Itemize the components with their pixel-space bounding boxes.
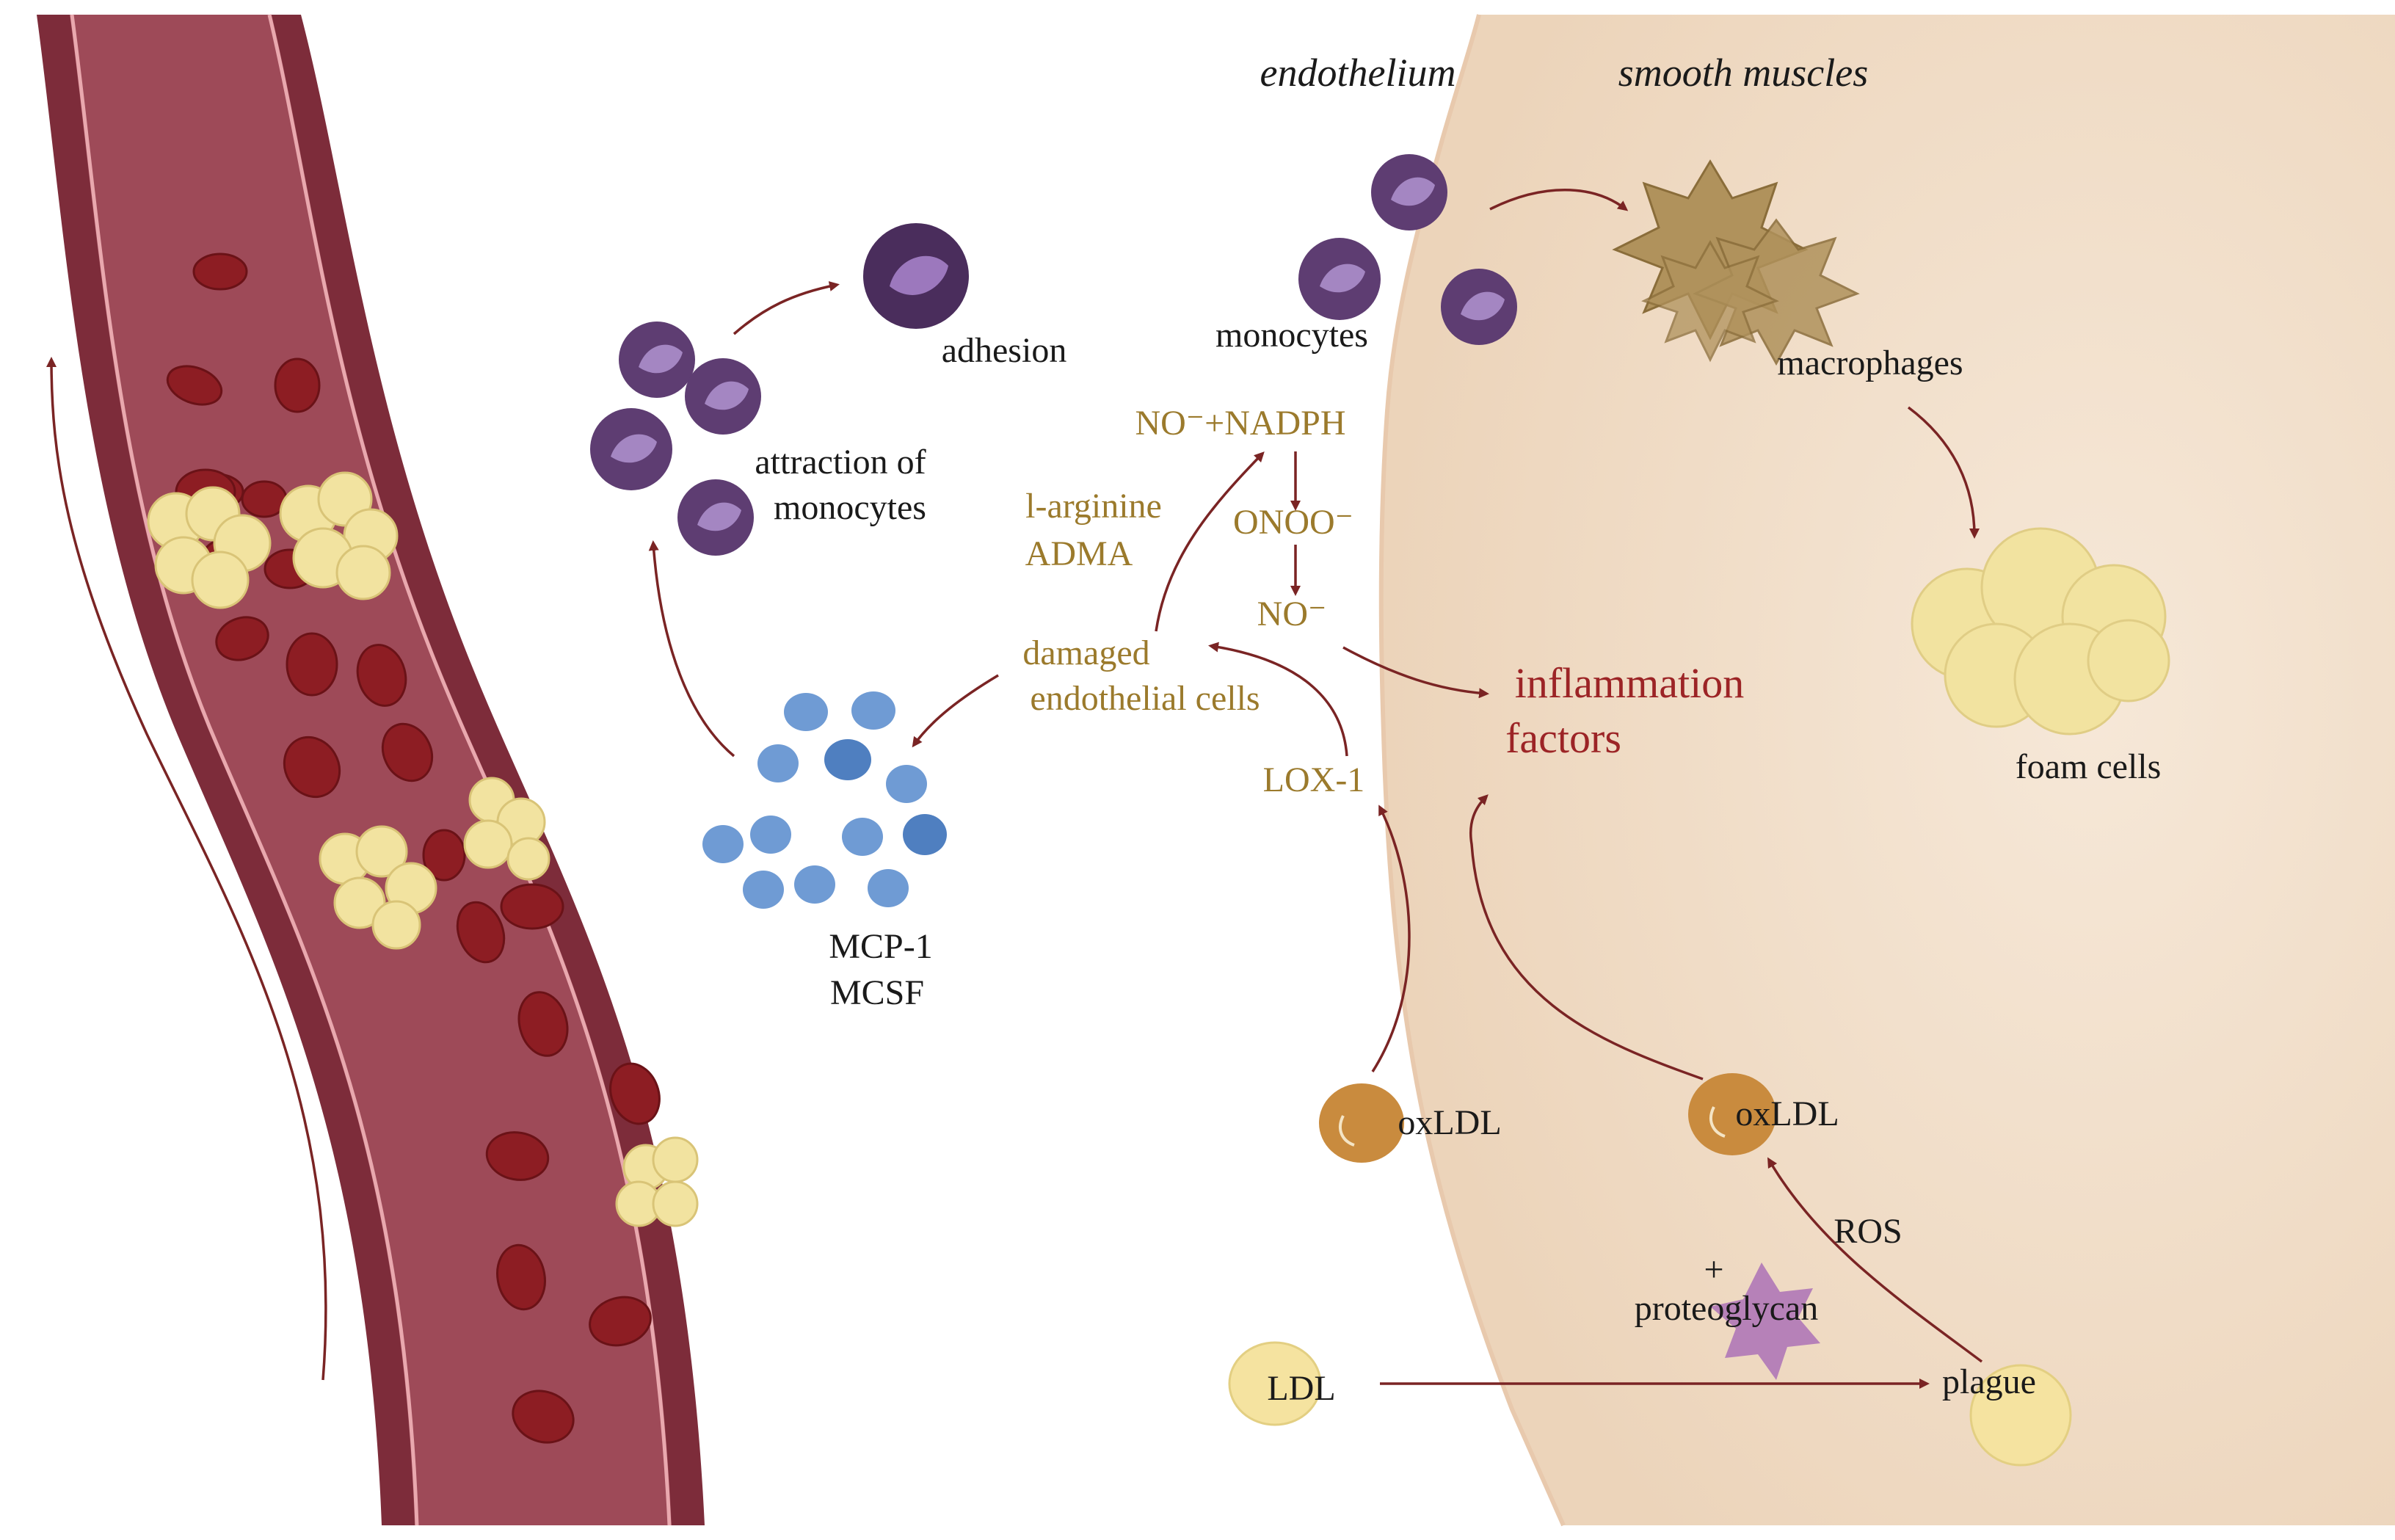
endothelium-label: endothelium xyxy=(1260,51,1456,95)
monocytes-label: monocytes xyxy=(1215,316,1368,355)
red-blood-cell xyxy=(485,1131,550,1181)
chemokine-dot xyxy=(886,765,927,803)
fat-deposits xyxy=(147,471,699,1227)
red-blood-cell xyxy=(166,365,223,406)
proteoglycan-label: proteoglycan xyxy=(1635,1289,1819,1328)
arrow-mcp-to-attraction xyxy=(648,540,735,758)
ldl-particle xyxy=(1228,1341,1322,1426)
proteoglycan-particle xyxy=(1710,1263,1820,1380)
adhesion-label: adhesion xyxy=(942,331,1067,370)
no-nadph-label: NO⁻+NADPH xyxy=(1135,404,1345,443)
red-blood-cell xyxy=(422,829,466,882)
arrow-attraction-to-adhesion xyxy=(733,281,840,335)
damaged-label-line2: endothelial cells xyxy=(1030,679,1260,718)
chemokine-dot xyxy=(794,865,835,904)
arrow-lox1-to-damaged xyxy=(1208,642,1348,757)
tissue-region xyxy=(1381,15,2395,1525)
chemokine-dot xyxy=(743,871,784,909)
foam-cells xyxy=(1911,527,2170,736)
smooth-muscles-label: smooth muscles xyxy=(1618,51,1868,95)
monocyte xyxy=(1441,269,1517,345)
mcp1-label: MCP-1 xyxy=(829,927,932,966)
ldl-label: LDL xyxy=(1267,1369,1335,1408)
red-blood-cell xyxy=(500,883,564,930)
red-blood-cell xyxy=(517,991,569,1057)
oxldl-particle-right xyxy=(1688,1073,1776,1155)
plague-particle xyxy=(1969,1364,2072,1467)
chemokine-dot xyxy=(757,744,799,782)
arrow-damaged-to-mcp xyxy=(912,674,999,748)
adma-label: ADMA xyxy=(1025,534,1133,573)
oxldl-particle-left xyxy=(1319,1083,1404,1163)
chemokine-dot xyxy=(851,691,895,730)
chemokine-dot xyxy=(868,869,909,907)
monocyte xyxy=(685,358,761,435)
endothelium-monocytes xyxy=(1298,154,1517,345)
red-blood-cell xyxy=(589,1296,652,1347)
chemokine-dot xyxy=(702,825,744,863)
ros-label: ROS xyxy=(1833,1212,1902,1251)
chemokine-dot xyxy=(750,816,791,854)
l-arginine-label: l-arginine xyxy=(1025,487,1162,526)
pathway-arrows xyxy=(648,189,1983,1389)
vessel-inner-lining-left xyxy=(70,14,419,1526)
red-blood-cell xyxy=(381,722,434,782)
red-blood-cell xyxy=(274,357,321,413)
red-blood-cell xyxy=(192,253,248,291)
chemokine-dot xyxy=(903,814,947,855)
arrow-oxldl-to-inflammation xyxy=(1469,794,1704,1080)
damaged-label-line1: damaged xyxy=(1022,633,1149,672)
arrow-oxldl-to-lox1 xyxy=(1371,804,1411,1072)
lox1-label: LOX-1 xyxy=(1263,760,1365,799)
plus-label: + xyxy=(1704,1250,1723,1289)
monocyte xyxy=(1371,154,1447,230)
chemokine-dot xyxy=(824,739,871,780)
arrow-plague-to-oxldl xyxy=(1767,1157,1983,1363)
arrow-no-to-inflammation xyxy=(1342,646,1489,699)
monocyte xyxy=(1298,238,1381,320)
monocyte xyxy=(619,322,695,398)
attraction-label-line1: attraction of xyxy=(755,443,926,482)
red-blood-cell xyxy=(215,616,269,661)
red-blood-cell xyxy=(356,644,407,707)
onoo-label: ONOO⁻ xyxy=(1233,503,1353,542)
arrow-macrophages-to-foam-cells xyxy=(1907,406,1980,539)
red-blood-cell xyxy=(283,736,341,799)
fat-deposit xyxy=(147,486,272,609)
monocyte xyxy=(677,479,754,556)
plague-label: plague xyxy=(1942,1362,2036,1401)
chemokine-dot xyxy=(842,818,883,856)
chemokine-dot xyxy=(784,693,828,731)
adhesion-monocyte xyxy=(863,223,969,329)
red-blood-cells xyxy=(166,253,661,1444)
fat-deposit xyxy=(463,777,550,881)
arrow-monocytes-to-macrophages xyxy=(1489,189,1629,211)
red-blood-cell xyxy=(512,1390,575,1444)
fat-deposit xyxy=(615,1136,699,1227)
macrophages-label: macrophages xyxy=(1777,344,1963,382)
red-blood-cell xyxy=(496,1243,546,1311)
red-blood-cell xyxy=(609,1062,661,1125)
blood-flow-arrow xyxy=(46,357,327,1381)
inflammation-label-line1: inflammation xyxy=(1515,659,1745,707)
macrophages xyxy=(1612,159,1860,366)
attraction-label-line2: monocytes xyxy=(774,488,926,527)
monocyte xyxy=(590,408,672,490)
mcp1-mcsf-dots xyxy=(702,691,947,909)
mcsf-label: MCSF xyxy=(830,973,924,1012)
no-label: NO⁻ xyxy=(1257,595,1327,633)
endothelium-edge xyxy=(1378,14,1566,1527)
oxldl-left-label: oxLDL xyxy=(1398,1103,1501,1142)
foam-cells-label: foam cells xyxy=(2016,747,2162,786)
oxldl-right-label: oxLDL xyxy=(1735,1094,1839,1133)
attraction-monocytes xyxy=(590,322,761,556)
fat-deposit xyxy=(279,471,399,600)
red-blood-cell xyxy=(286,632,338,697)
arrow-damaged-to-no-nadph xyxy=(1155,451,1265,632)
fat-deposit xyxy=(319,825,437,950)
inflammation-label-line2: factors xyxy=(1505,714,1621,762)
red-blood-cell xyxy=(456,901,506,964)
